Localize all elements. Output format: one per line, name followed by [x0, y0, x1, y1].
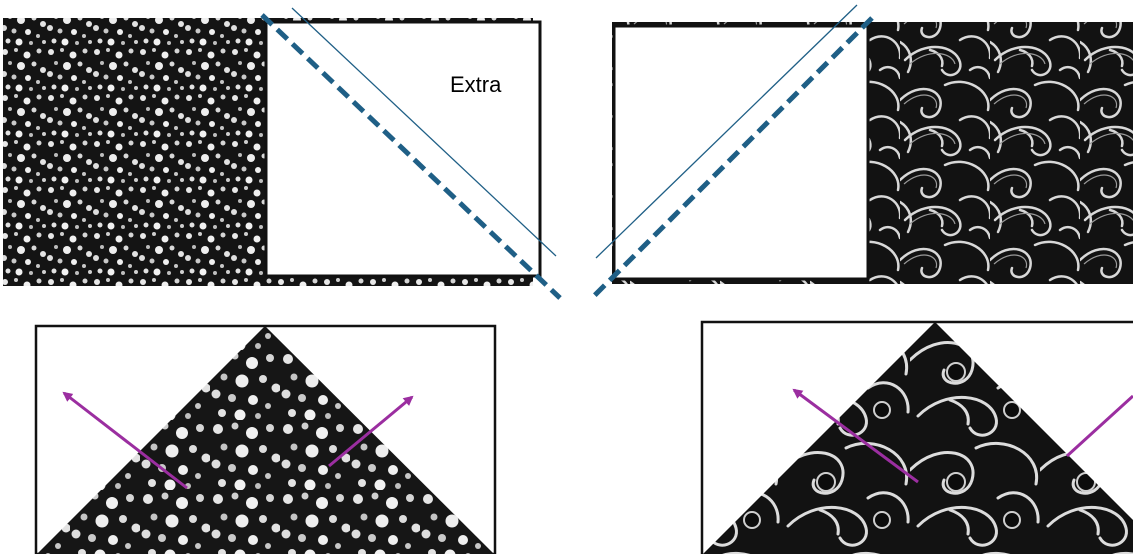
- cut-line-dashed-right: [592, 16, 874, 298]
- seam-line-left: [291, 7, 557, 257]
- bottom-left-unit: [34, 324, 497, 554]
- swirl-goose-triangle: [703, 322, 1133, 554]
- cut-line-dashed-left: [260, 13, 562, 300]
- top-left-panel: Extra: [3, 7, 562, 300]
- pressing-arrow-left: [792, 388, 919, 484]
- white-square: [612, 24, 870, 281]
- pressing-arrow-right: [1065, 394, 1133, 458]
- seam-line-right: [595, 4, 858, 259]
- pressing-arrow-right: [328, 395, 414, 468]
- top-right-panel: [592, 4, 1133, 298]
- pressing-arrow-left: [62, 391, 188, 490]
- bottom-right-unit: [700, 320, 1133, 554]
- dotted-goose-triangle: [37, 326, 494, 554]
- extra-label: Extra: [450, 72, 502, 97]
